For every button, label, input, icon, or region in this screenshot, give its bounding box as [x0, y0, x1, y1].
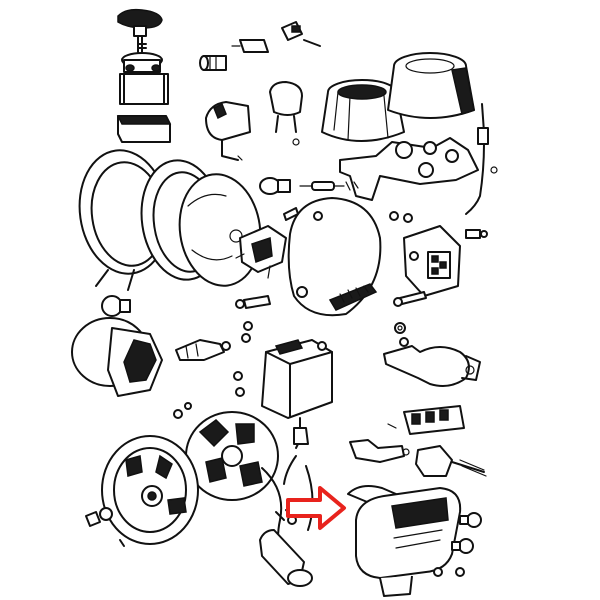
indicator-bulb	[101, 295, 131, 317]
cdi-unit	[261, 339, 333, 449]
instrument-bracket	[339, 137, 479, 201]
tachometer	[387, 52, 475, 119]
cable-connector	[231, 39, 269, 53]
bolt-regulator	[393, 291, 427, 307]
terminal-block	[387, 405, 465, 435]
spacer-bolt	[175, 339, 231, 361]
ignition-key	[117, 8, 163, 53]
cap-cover	[71, 317, 163, 397]
brake-light-switch	[349, 439, 487, 477]
washer-set	[394, 322, 409, 347]
rear-light-housing	[347, 485, 462, 597]
light-switch	[205, 101, 251, 161]
headlight-shell	[287, 197, 382, 317]
bolt-mid	[235, 295, 271, 343]
bulb-holder	[235, 225, 287, 279]
fuse	[299, 181, 345, 191]
horn	[269, 81, 303, 146]
screw-set-right	[389, 211, 488, 239]
stator-plate	[185, 411, 283, 561]
highlight-arrow	[286, 486, 346, 530]
headlight-reflector	[178, 173, 262, 287]
small-nuts-bottom	[433, 567, 465, 577]
ignition-coil	[383, 345, 481, 387]
bulb-socket	[199, 55, 227, 71]
rear-light-bulbs	[451, 512, 482, 554]
flywheel	[101, 435, 199, 545]
headlight-bulb	[259, 177, 291, 195]
ignition-switch	[119, 52, 169, 105]
ignition-switch-base	[116, 115, 172, 143]
speedometer-cable	[465, 103, 498, 215]
cable-terminal	[281, 21, 303, 41]
flywheel-nut	[85, 507, 125, 547]
pin	[303, 39, 321, 47]
regulator	[403, 225, 461, 297]
spark-plug-cap	[259, 509, 313, 587]
small-nuts-mid	[173, 371, 245, 419]
